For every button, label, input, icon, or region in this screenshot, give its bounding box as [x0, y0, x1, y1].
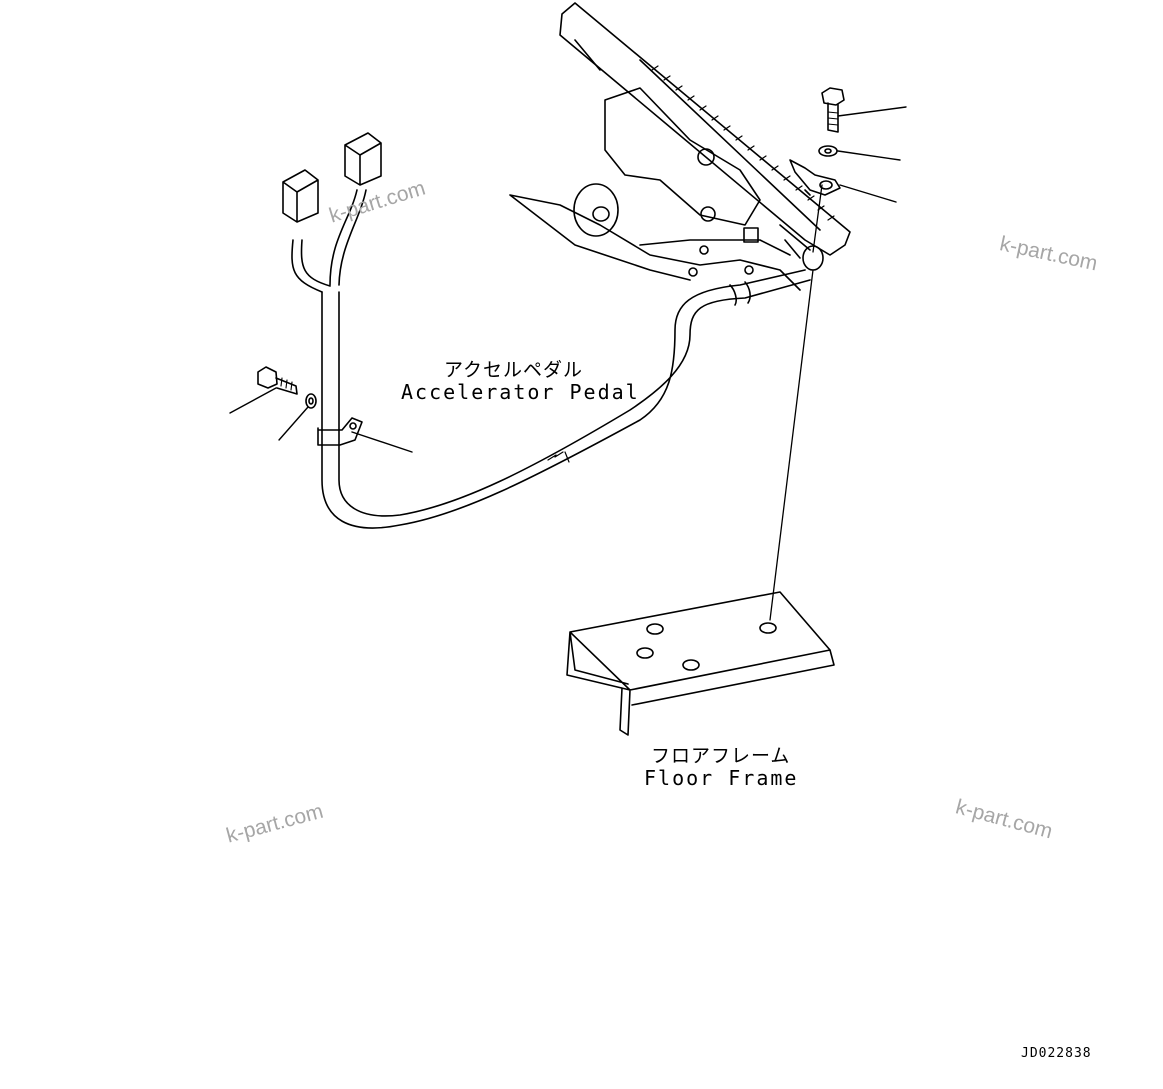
floor-frame-hole-4 [682, 659, 700, 671]
pedal-plate [559, 2, 851, 256]
floor-frame-hole-1 [646, 623, 664, 635]
accelerator-pedal-label-en: Accelerator Pedal [401, 380, 640, 404]
leader-lines [229, 106, 907, 453]
floor-frame [566, 591, 835, 736]
tab-plate-hole [819, 180, 833, 190]
sensor-body [779, 224, 811, 259]
washer-left [305, 393, 317, 409]
leader-tab-plate [839, 184, 897, 203]
bolt-left [257, 366, 298, 395]
floor-frame-body [566, 591, 835, 736]
pedal-plate-inner [574, 39, 821, 231]
floor-frame-label-en: Floor Frame [644, 766, 799, 790]
bracket-hole-1 [699, 245, 709, 255]
pedal-hole-2 [700, 206, 716, 222]
floor-frame-hole-2 [759, 622, 777, 634]
pivot-bushing-hole [592, 206, 610, 222]
washer-left-hole [308, 397, 314, 405]
harness-sleeve [729, 281, 751, 306]
connector-1 [282, 169, 319, 223]
bracket-hole-3 [744, 265, 754, 275]
clamp-hole [349, 422, 357, 430]
accelerator-pedal-assembly [509, 2, 851, 291]
connector-2 [344, 132, 382, 186]
harness-main [321, 269, 811, 529]
pedal-arm [604, 87, 761, 226]
leader-bolt-left [229, 387, 277, 414]
washer-right-hole [824, 148, 832, 154]
harness-break [547, 451, 570, 463]
pedal-bracket [509, 194, 801, 291]
assembly-guide-line [769, 184, 823, 621]
hardware [257, 87, 845, 409]
leader-bolt-right [837, 106, 907, 117]
pedal-hole-1 [697, 148, 715, 166]
floor-frame-hole-3 [636, 647, 654, 659]
harness-branch-1 [291, 239, 331, 293]
tab-plate [789, 159, 841, 196]
harness-branch-2 [329, 189, 367, 286]
accelerator-pedal-label-jp: アクセルペダル [444, 359, 584, 381]
pedal-ribs [651, 65, 835, 221]
pivot-bushing [573, 183, 619, 237]
washer-right [818, 145, 838, 157]
wiring-harness [282, 132, 811, 529]
bolt-right [821, 87, 845, 133]
leader-washer-right [837, 150, 901, 161]
bolt-right-thread [827, 111, 839, 126]
mount-block [743, 227, 759, 243]
document-id: JD022838 [1021, 1046, 1092, 1061]
leader-washer-left [278, 406, 309, 441]
clamp [317, 417, 363, 446]
floor-frame-label-jp: フロアフレーム [651, 745, 791, 767]
bracket-hole-2 [688, 267, 698, 277]
bolt-left-thread [280, 377, 293, 391]
leader-clamp [351, 431, 413, 453]
